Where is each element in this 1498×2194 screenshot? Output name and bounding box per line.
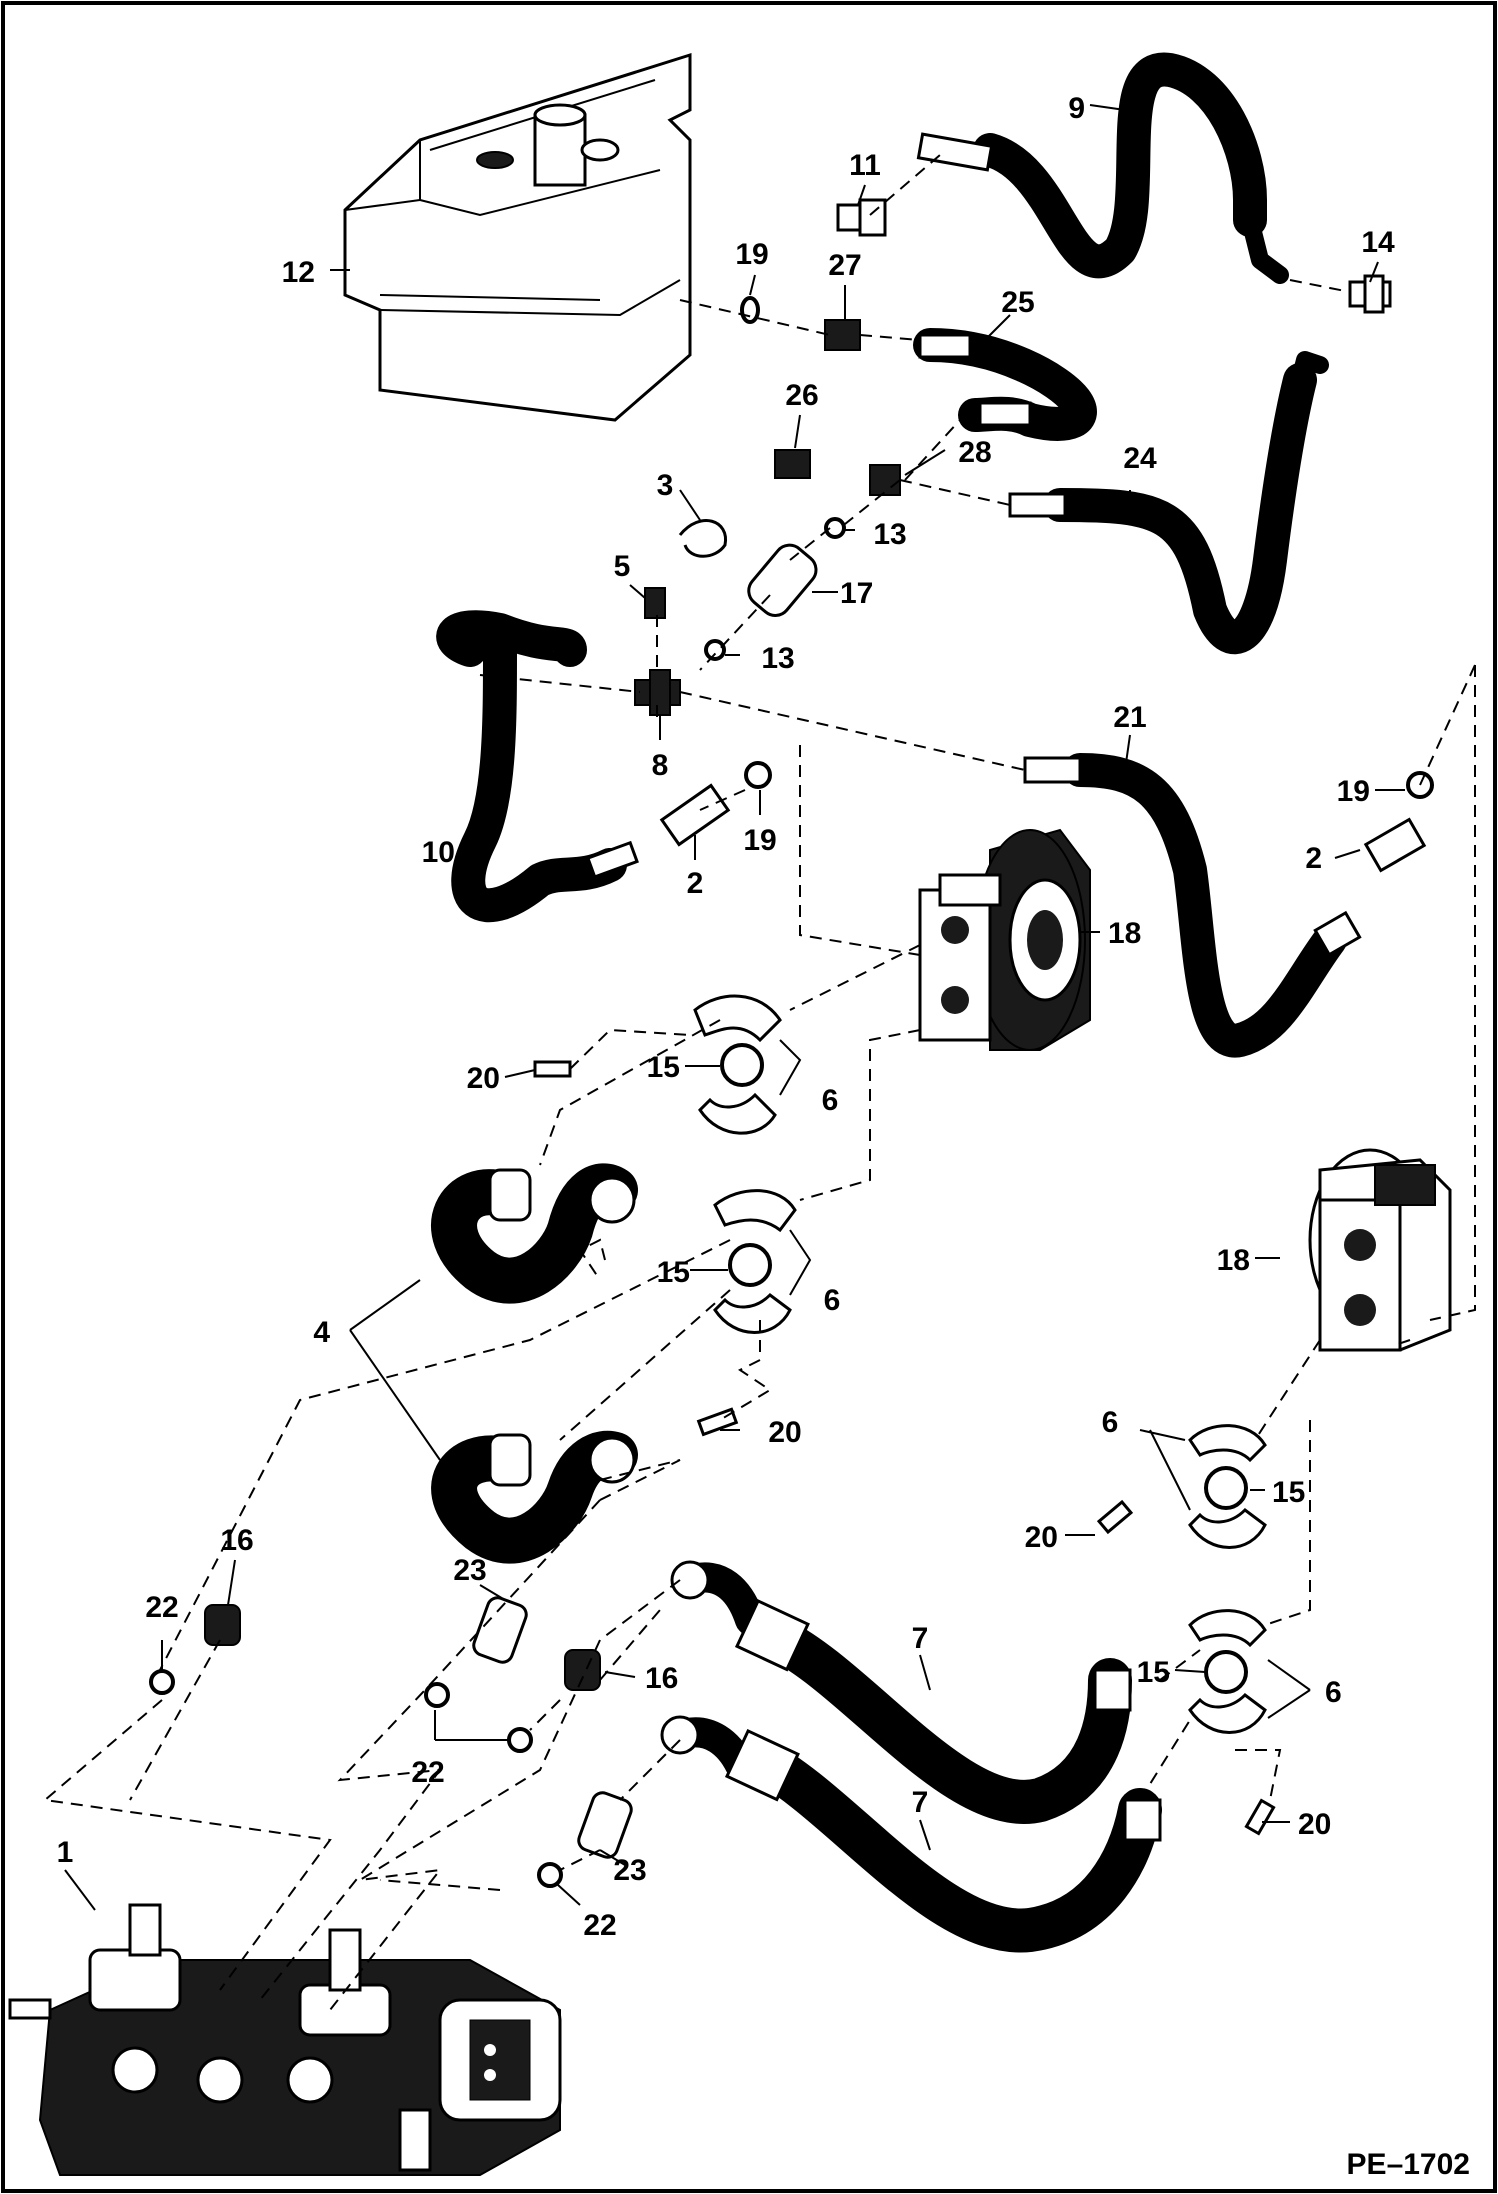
hose-10 <box>451 633 627 923</box>
callout-15-right-upper: 15 <box>1272 1476 1305 1509</box>
hose-24 <box>1043 363 1317 655</box>
callout-13-lower: 13 <box>761 642 794 675</box>
callout-labels: 12 19 27 11 9 14 25 26 28 24 3 13 5 17 1… <box>57 92 1395 1942</box>
callout-15-right-lower: 15 <box>1137 1656 1170 1689</box>
connection-lines <box>42 154 1476 2011</box>
callout-16-left: 16 <box>220 1524 253 1557</box>
hose-9 <box>973 52 1267 279</box>
callout-22-mid: 22 <box>411 1756 444 1789</box>
callout-7-upper: 7 <box>912 1622 929 1655</box>
callout-15-mid: 15 <box>657 1256 690 1289</box>
callout-2-left: 2 <box>687 867 704 900</box>
callout-6-right-upper: 6 <box>1102 1406 1119 1439</box>
callout-20-upper: 20 <box>467 1062 500 1095</box>
callout-4: 4 <box>313 1316 330 1349</box>
callout-9: 9 <box>1068 92 1085 125</box>
callout-27: 27 <box>828 249 861 282</box>
callout-3: 3 <box>657 469 674 502</box>
callout-18-upper: 18 <box>1108 917 1141 950</box>
callout-13-upper: 13 <box>873 518 906 551</box>
callout-5: 5 <box>614 550 631 583</box>
callout-24: 24 <box>1123 442 1157 475</box>
callout-6-upper: 6 <box>822 1084 839 1117</box>
hose-21 <box>1063 753 1347 1058</box>
callout-15-upper: 15 <box>647 1051 680 1084</box>
callout-23-lower: 23 <box>613 1854 646 1887</box>
callout-25: 25 <box>1001 286 1034 319</box>
hose-7-upper <box>758 1618 1132 1824</box>
callout-26: 26 <box>785 379 818 412</box>
callout-6-right-lower: 6 <box>1325 1676 1342 1709</box>
callout-22-lower: 22 <box>583 1909 616 1942</box>
callout-1: 1 <box>57 1836 74 1869</box>
callout-16-mid: 16 <box>645 1662 678 1695</box>
callout-23-upper: 23 <box>453 1554 486 1587</box>
callout-17: 17 <box>840 577 873 610</box>
drive-motor-lower <box>1308 1148 1452 1352</box>
callout-14: 14 <box>1361 226 1395 259</box>
callout-2-right: 2 <box>1305 842 1322 875</box>
callout-19-top: 19 <box>735 238 768 271</box>
callout-21: 21 <box>1113 701 1146 734</box>
callout-12: 12 <box>282 256 315 289</box>
drive-motor-upper <box>918 828 1091 1051</box>
callout-28: 28 <box>958 436 991 469</box>
callout-11: 11 <box>849 149 881 182</box>
hydraulic-tank <box>343 52 692 422</box>
hose-4-lower <box>431 1430 638 1564</box>
callout-22-left: 22 <box>145 1591 178 1624</box>
hose-7-lower <box>738 1738 1162 1953</box>
callout-8: 8 <box>652 749 669 782</box>
hydrostatic-pump <box>8 1903 562 2176</box>
leader-lines <box>64 104 1405 1911</box>
callout-20-right-upper: 20 <box>1025 1521 1058 1554</box>
callout-10: 10 <box>422 836 455 869</box>
callout-18-lower: 18 <box>1217 1244 1250 1277</box>
callout-20-mid: 20 <box>768 1416 801 1449</box>
callout-7-lower: 7 <box>912 1786 929 1819</box>
callout-20-right-lower: 20 <box>1298 1808 1331 1841</box>
callout-19-mid: 19 <box>743 824 776 857</box>
callout-6-mid: 6 <box>824 1284 841 1317</box>
hose-4-upper <box>431 1163 638 1304</box>
figure-code: PE–1702 <box>1347 2148 1470 2181</box>
callout-19-right: 19 <box>1337 775 1370 808</box>
